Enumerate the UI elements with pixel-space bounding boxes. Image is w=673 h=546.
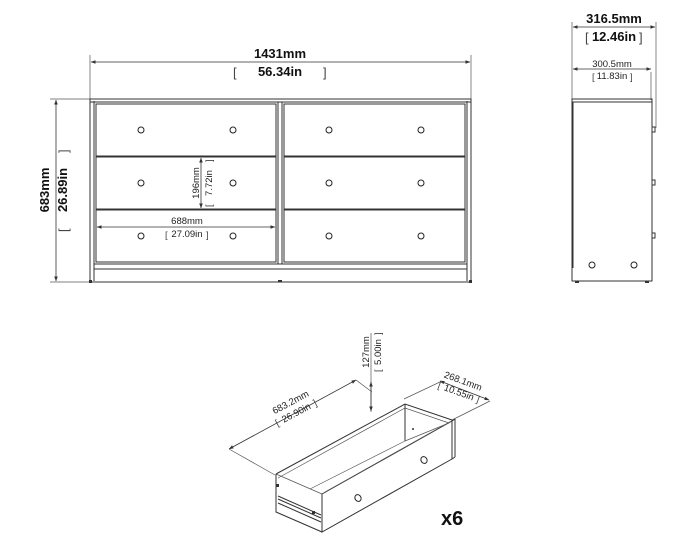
drawer-box bbox=[275, 403, 456, 533]
side-inner-depth-dimension: 300.5mm [ 11.83in ] bbox=[572, 59, 652, 83]
svg-text:]: ] bbox=[475, 394, 481, 405]
svg-text:[: [ bbox=[204, 204, 215, 207]
drawer-quantity-label: x6 bbox=[441, 508, 463, 530]
knob-icon bbox=[137, 232, 145, 240]
knob-icon bbox=[137, 179, 145, 187]
knob-icon bbox=[325, 232, 333, 240]
side-hole-icon bbox=[630, 261, 638, 269]
svg-text:]: ] bbox=[630, 72, 633, 83]
dresser-carcass bbox=[89, 98, 472, 283]
front-height-dimension: 683mm [ 26.89in ] bbox=[37, 98, 92, 283]
svg-text:[: [ bbox=[373, 369, 384, 372]
drawer-front-right-3 bbox=[283, 209, 466, 263]
side-depth-inner-in: 11.83in bbox=[597, 71, 627, 82]
svg-text:]: ] bbox=[323, 65, 327, 80]
svg-text:[: [ bbox=[274, 418, 282, 429]
drawer-front-right-1 bbox=[283, 103, 466, 157]
knob-icon bbox=[417, 232, 425, 240]
side-outer-depth-dimension: 316.5mm [ 12.46in ] bbox=[571, 11, 657, 128]
drawer-width-mm: 688mm bbox=[171, 216, 203, 227]
drawer-front-left-3 bbox=[95, 209, 277, 263]
drawer-height-mm: 196mm bbox=[191, 167, 202, 199]
side-hole-icon bbox=[588, 261, 596, 269]
drawer-isometric-view: 683.2mm [ 26.90in ] 127mm [ 5.00in ] bbox=[228, 332, 491, 533]
front-height-mm: 683mm bbox=[37, 168, 52, 213]
knob-icon bbox=[229, 232, 237, 240]
drawer-knob-icon bbox=[420, 456, 428, 464]
front-width-dimension: 1431mm [ 56.34in ] bbox=[89, 46, 472, 100]
front-width-in: 56.34in bbox=[258, 64, 302, 79]
svg-text:]: ] bbox=[204, 159, 215, 162]
drawer-height-in: 7.72in bbox=[204, 170, 215, 196]
knob-icon bbox=[325, 126, 333, 134]
svg-text:[: [ bbox=[56, 228, 71, 232]
drawer-box-height-mm: 127mm bbox=[361, 336, 372, 368]
front-height-in: 26.89in bbox=[55, 168, 70, 212]
svg-text:]: ] bbox=[312, 398, 319, 409]
drawer-front-left-2 bbox=[95, 156, 277, 210]
knob-icon bbox=[325, 179, 333, 187]
side-depth-inner-mm: 300.5mm bbox=[592, 59, 632, 70]
drawer-height-dimension: 196mm [ 7.72in ] bbox=[191, 157, 215, 209]
knob-icon bbox=[417, 126, 425, 134]
svg-text:]: ] bbox=[56, 149, 71, 153]
drawer-box-height-in: 5.00in bbox=[373, 339, 384, 365]
side-panel bbox=[571, 72, 656, 283]
knob-icon bbox=[137, 126, 145, 134]
knob-icon bbox=[417, 179, 425, 187]
svg-text:[: [ bbox=[165, 230, 168, 241]
svg-text:]: ] bbox=[206, 230, 209, 241]
side-depth-outer-in: 12.46in bbox=[592, 29, 636, 44]
knob-icon bbox=[229, 126, 237, 134]
svg-text:[: [ bbox=[436, 380, 443, 391]
svg-text:[: [ bbox=[592, 72, 595, 83]
drawer-box-height-dimension: 127mm [ 5.00in ] bbox=[361, 332, 384, 412]
drawer-front-left-1 bbox=[95, 103, 277, 157]
drawer-width-in: 27.09in bbox=[171, 229, 202, 240]
svg-text:]: ] bbox=[639, 30, 643, 45]
side-depth-outer-mm: 316.5mm bbox=[586, 11, 642, 26]
svg-text:[: [ bbox=[585, 30, 589, 45]
knob-icon bbox=[229, 179, 237, 187]
front-view: 1431mm [ 56.34in ] 683mm [ 26.89in ] bbox=[37, 46, 472, 283]
svg-text:[: [ bbox=[233, 65, 237, 80]
side-view: 316.5mm [ 12.46in ] 300.5mm [ 11.83in ] bbox=[571, 11, 657, 283]
front-width-mm: 1431mm bbox=[254, 46, 306, 61]
drawer-width-dimension: 688mm [ 27.09in ] bbox=[96, 216, 276, 241]
svg-text:]: ] bbox=[373, 332, 384, 335]
drawer-knob-icon bbox=[354, 494, 362, 502]
drawer-front-right-2 bbox=[283, 156, 466, 210]
